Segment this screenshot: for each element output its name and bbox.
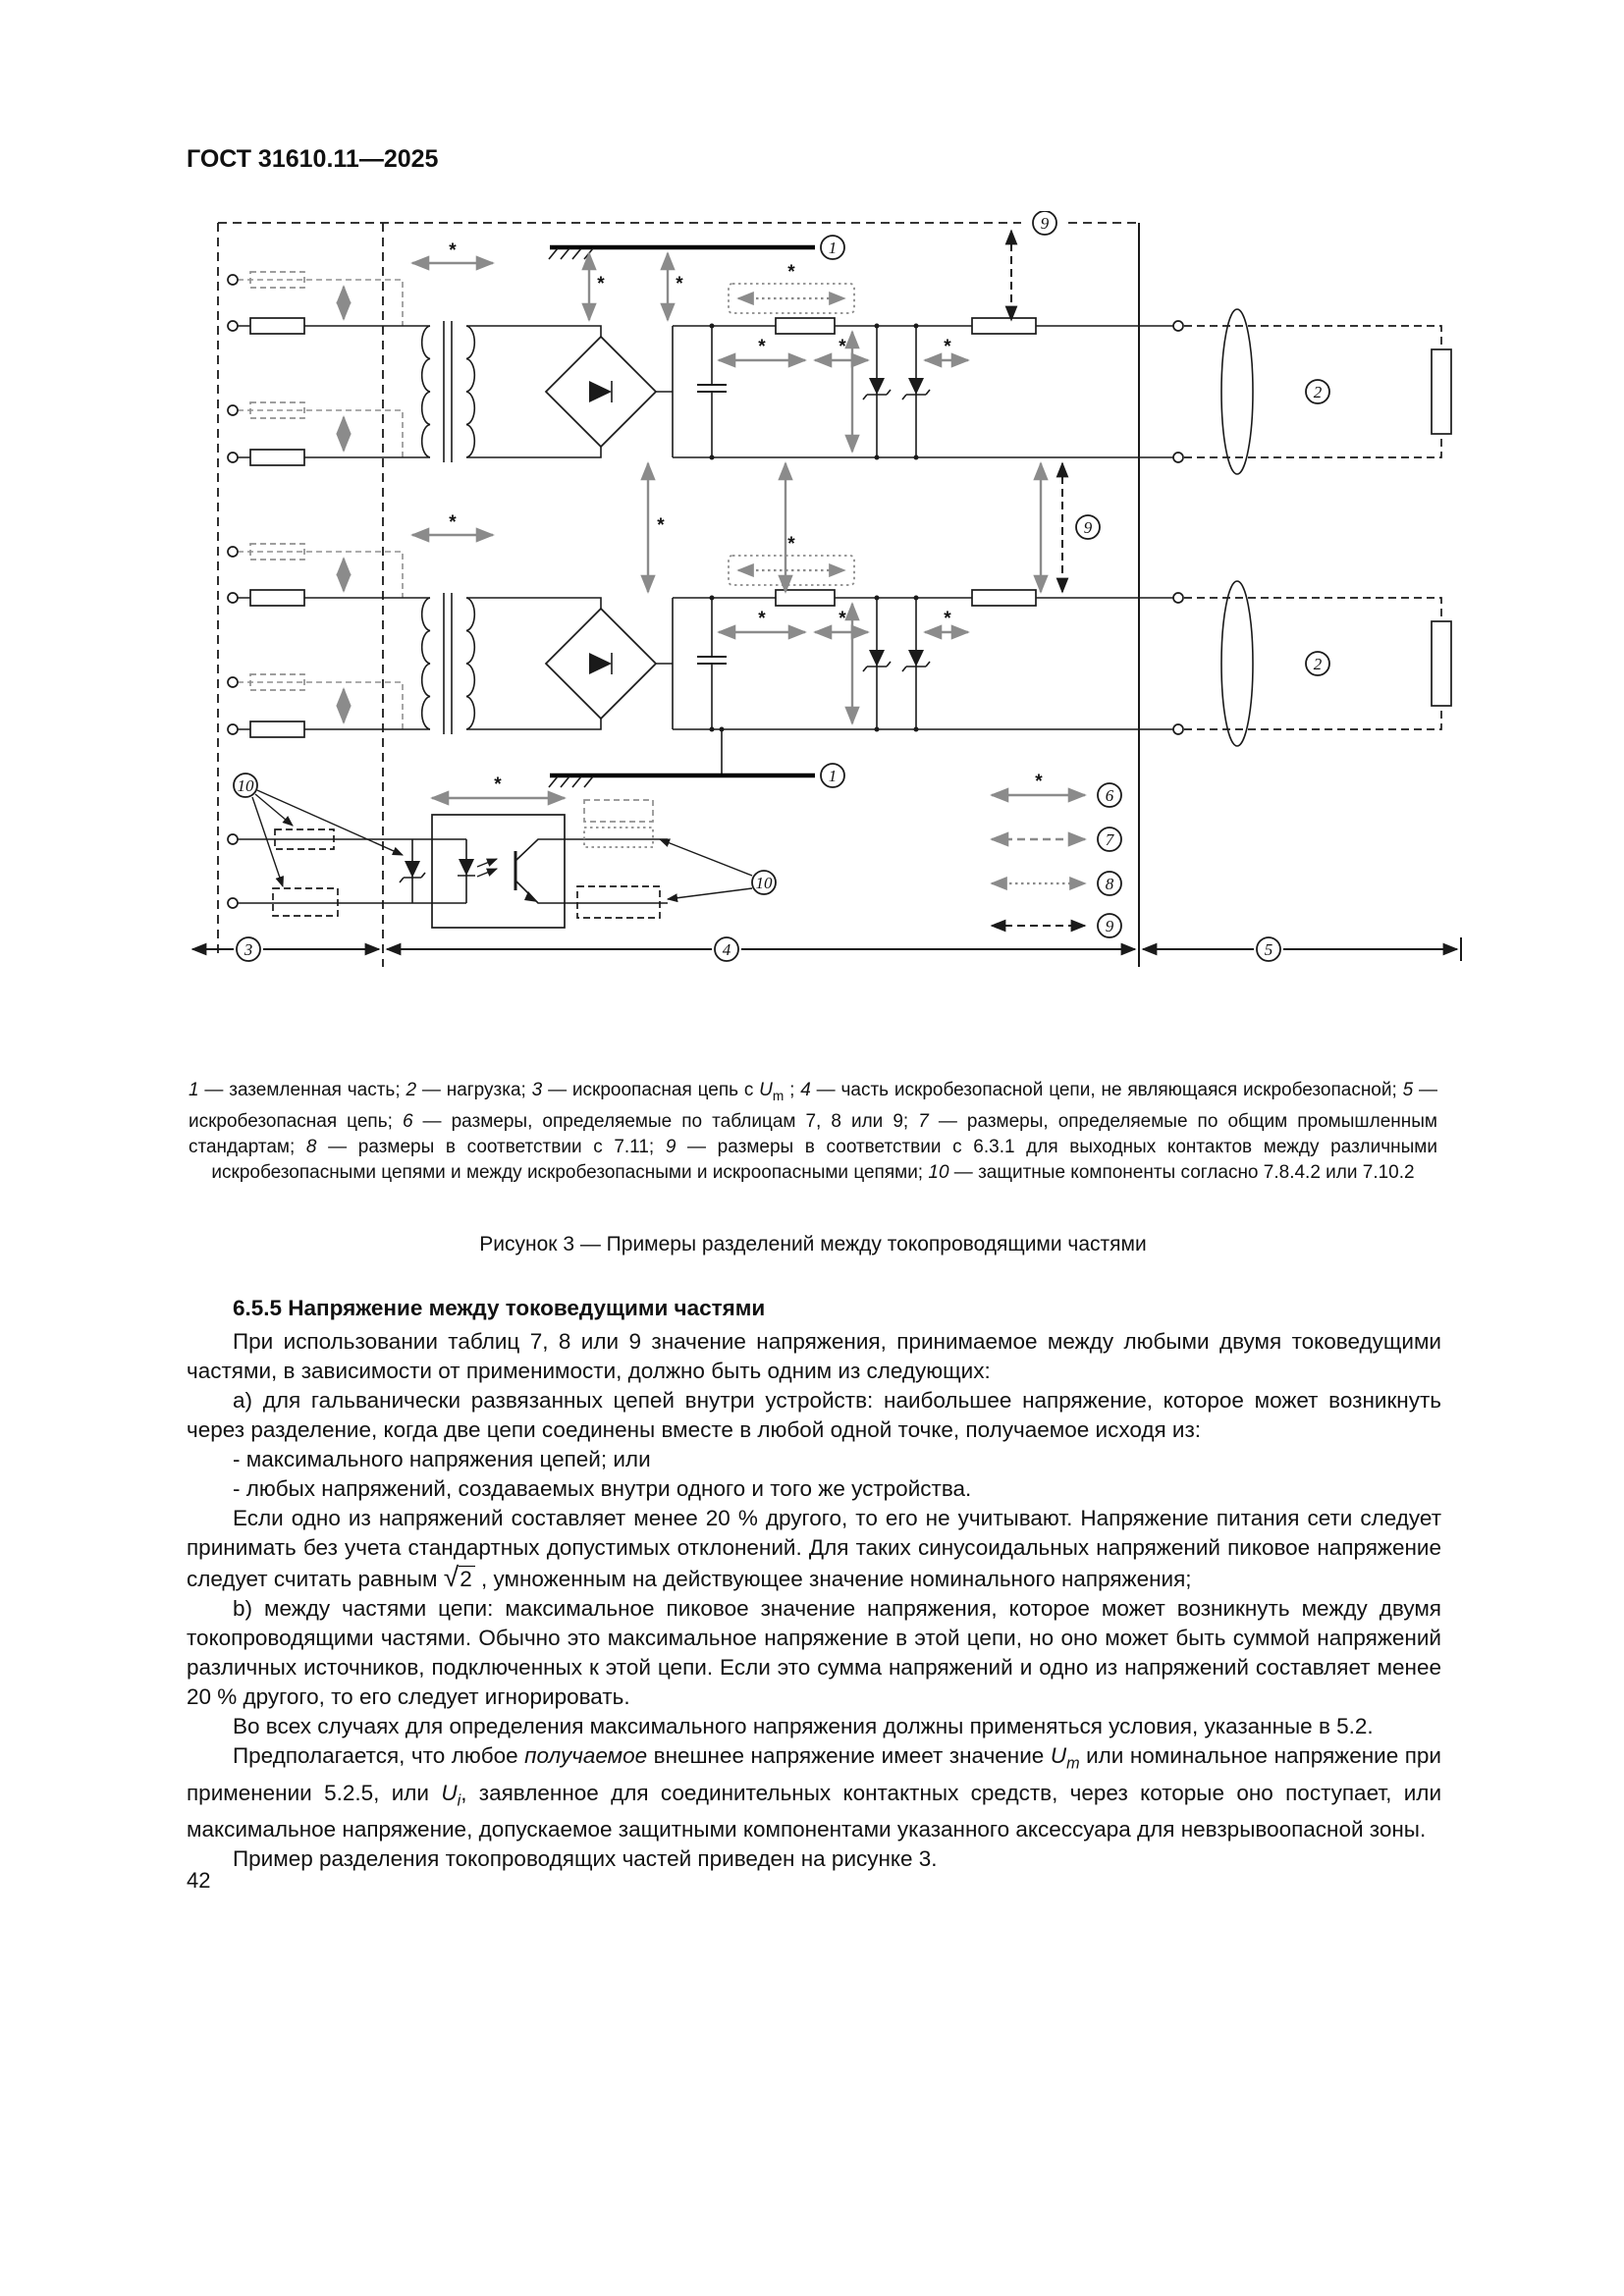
callout-pointer (256, 789, 405, 856)
svg-text:10: 10 (756, 874, 774, 892)
figure-title: Рисунок 3 — Примеры разделений между ток… (479, 1233, 1147, 1255)
section-heading: 6.5.5 Напряжение между токоведущими част… (233, 1296, 766, 1320)
dotted-component-box (583, 827, 654, 848)
svg-text:5: 5 (1265, 940, 1273, 959)
zone-markers: 3 4 5 (190, 223, 1462, 967)
callout-pointer (251, 796, 284, 888)
enclosure-border: 9 (217, 210, 1139, 959)
svg-text:7: 7 (1106, 830, 1115, 849)
paragraph: Если одно из напряжений составляет менее… (187, 1506, 1441, 1592)
callout-pointer (658, 838, 753, 877)
svg-text:3: 3 (244, 940, 253, 959)
optocoupler-box (431, 814, 566, 929)
figure-3-diagram: 2 * * * * * (177, 210, 1483, 987)
callout-10 (751, 870, 777, 895)
paragraph-dash-item: - максимального напряжения цепей; или (233, 1447, 651, 1471)
svg-text:*: * (1035, 772, 1043, 792)
alt-component-box (583, 799, 654, 823)
callout-9 (1075, 514, 1101, 540)
callout-7 (1097, 827, 1122, 852)
svg-text:*: * (657, 515, 665, 536)
svg-text:10: 10 (238, 776, 255, 795)
paragraph: При использовании таблиц 7, 8 или 9 знач… (187, 1329, 1441, 1383)
svg-text:9: 9 (1041, 214, 1050, 233)
grounded-part-top: 1 * * (548, 235, 845, 322)
protective-component-box (274, 828, 335, 850)
inter-circuit-spacing: * 9 (640, 461, 1101, 594)
page-number: 42 (187, 1868, 211, 1893)
ground-symbol (548, 247, 594, 260)
paragraph-dash-item: - любых напряжений, создаваемых внутри о… (233, 1476, 972, 1501)
callout-pointer (254, 793, 294, 827)
svg-text:4: 4 (723, 940, 731, 959)
callout-9 (1032, 210, 1057, 236)
svg-text:6: 6 (1106, 786, 1114, 805)
svg-text:1: 1 (829, 767, 838, 785)
svg-text:*: * (597, 274, 605, 294)
input-terminal (227, 833, 239, 845)
paragraph: Во всех случаях для определения максимал… (233, 1714, 1374, 1738)
callout-5 (1256, 936, 1281, 962)
callout-10 (233, 773, 258, 798)
callout-1 (820, 763, 845, 788)
svg-text:*: * (676, 274, 683, 294)
input-terminal (227, 897, 239, 909)
protective-component-box (576, 885, 661, 919)
callout-6 (1097, 782, 1122, 808)
paragraph-list-a: a) для гальванически развязанных цепей в… (187, 1388, 1441, 1442)
section-6-5-5: 6.5.5 Напряжение между токоведущими част… (187, 1294, 1441, 1874)
paragraph: Пример разделения токопроводящих частей … (233, 1846, 938, 1871)
ground-symbol (548, 775, 594, 788)
callout-1 (820, 235, 845, 260)
svg-text:9: 9 (1106, 917, 1114, 935)
callout-8 (1097, 871, 1122, 896)
grounded-part-bottom: 1 (548, 726, 845, 788)
svg-text:1: 1 (829, 239, 838, 257)
zener-diode-symbol (399, 839, 426, 903)
callout-3 (236, 936, 261, 962)
figure-legend-text: 1 — заземленная часть; 2 — нагрузка; 3 —… (189, 1080, 1438, 1183)
arrow-type-legend: * 6 7 8 9 (990, 772, 1122, 938)
callout-pointer (666, 887, 753, 903)
phototransistor-symbol (514, 838, 565, 904)
svg-text:9: 9 (1084, 518, 1093, 537)
protective-component-box (272, 887, 339, 917)
paragraph-list-b: b) между частями цепи: максимальное пико… (187, 1596, 1441, 1709)
callout-4 (714, 936, 739, 962)
document-header: ГОСТ 31610.11—2025 (187, 145, 439, 173)
callout-9 (1097, 913, 1122, 938)
svg-text:*: * (494, 774, 502, 795)
optocoupler-circuit: * 10 10 (227, 773, 777, 929)
led-symbol (458, 839, 499, 903)
separation-schematic: 2 * * * * * (190, 210, 1462, 967)
paragraph: Предполагается, что любое получаемое вне… (187, 1743, 1442, 1842)
svg-text:8: 8 (1106, 875, 1114, 893)
